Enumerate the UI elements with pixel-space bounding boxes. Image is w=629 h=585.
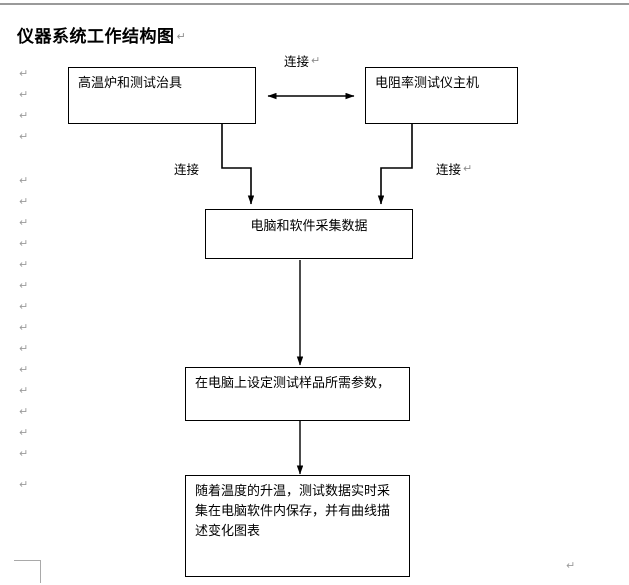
page-top-rule (0, 3, 629, 5)
edge-label-right-text: 连接 (436, 162, 462, 177)
flow-node-recording[interactable]: 随着温度的升温，测试数据实时采集在电脑软件内保存，并有曲线描述变化图表 (185, 475, 410, 577)
edge-label-top: 连接↵ (284, 51, 320, 70)
pilcrow-icon-margin-0: ↵ (19, 67, 29, 80)
pilcrow-icon: ↵ (463, 162, 473, 175)
edge-label-right: 连接↵ (436, 159, 472, 178)
pilcrow-icon-margin-5: ↵ (19, 195, 29, 208)
pilcrow-icon-margin-8: ↵ (19, 258, 29, 271)
connector-furnace-acquire (221, 124, 255, 205)
flow-node-acquire[interactable]: 电脑和软件采集数据 (205, 209, 413, 259)
flow-node-params-label: 在电脑上设定测试样品所需参数， (195, 376, 391, 391)
pilcrow-icon-margin-10: ↵ (19, 300, 29, 313)
pilcrow-icon-margin-17: ↵ (19, 447, 29, 460)
edge-label-top-text: 连接 (284, 54, 310, 69)
page-title: 仪器系统工作结构图↵ (17, 22, 186, 47)
page-title-text: 仪器系统工作结构图 (17, 27, 175, 47)
flow-node-recording-label: 随着温度的升温，测试数据实时采集在电脑软件内保存，并有曲线描述变化图表 (195, 484, 391, 539)
pilcrow-icon-margin-7: ↵ (19, 237, 29, 250)
pilcrow-icon-margin-16: ↵ (19, 426, 29, 439)
flow-node-furnace-label: 高温炉和测试治具 (78, 76, 183, 91)
pilcrow-icon-margin-4: ↵ (19, 174, 29, 187)
page-corner-mark (14, 560, 41, 583)
pilcrow-icon-margin-14: ↵ (19, 384, 29, 397)
flow-node-acquire-label: 电脑和软件采集数据 (250, 219, 368, 234)
edge-label-left-text: 连接 (174, 162, 200, 177)
pilcrow-icon: ↵ (176, 30, 187, 43)
pilcrow-icon-margin-13: ↵ (19, 363, 29, 376)
pilcrow-icon-margin-11: ↵ (19, 321, 29, 334)
flow-node-furnace[interactable]: 高温炉和测试治具 (68, 67, 256, 124)
pilcrow-icon-margin-2: ↵ (19, 109, 29, 122)
pilcrow-icon-margin-6: ↵ (19, 216, 29, 229)
pilcrow-icon-margin-3: ↵ (19, 130, 29, 143)
edge-label-left: 连接 (174, 159, 199, 178)
flow-node-params[interactable]: 在电脑上设定测试样品所需参数， (185, 367, 410, 421)
pilcrow-icon-bottom-right: ↵ (566, 559, 576, 572)
pilcrow-icon: ↵ (311, 54, 321, 67)
pilcrow-icon-margin-1: ↵ (19, 88, 29, 101)
pilcrow-icon-margin-12: ↵ (19, 342, 29, 355)
connector-tester-acquire (377, 124, 413, 205)
pilcrow-icon-margin-9: ↵ (19, 279, 29, 292)
pilcrow-icon-margin-18: ↵ (19, 478, 29, 491)
pilcrow-icon-margin-15: ↵ (19, 405, 29, 418)
flow-node-tester[interactable]: 电阻率测试仪主机 (365, 67, 518, 124)
flow-node-tester-label: 电阻率测试仪主机 (375, 76, 480, 91)
